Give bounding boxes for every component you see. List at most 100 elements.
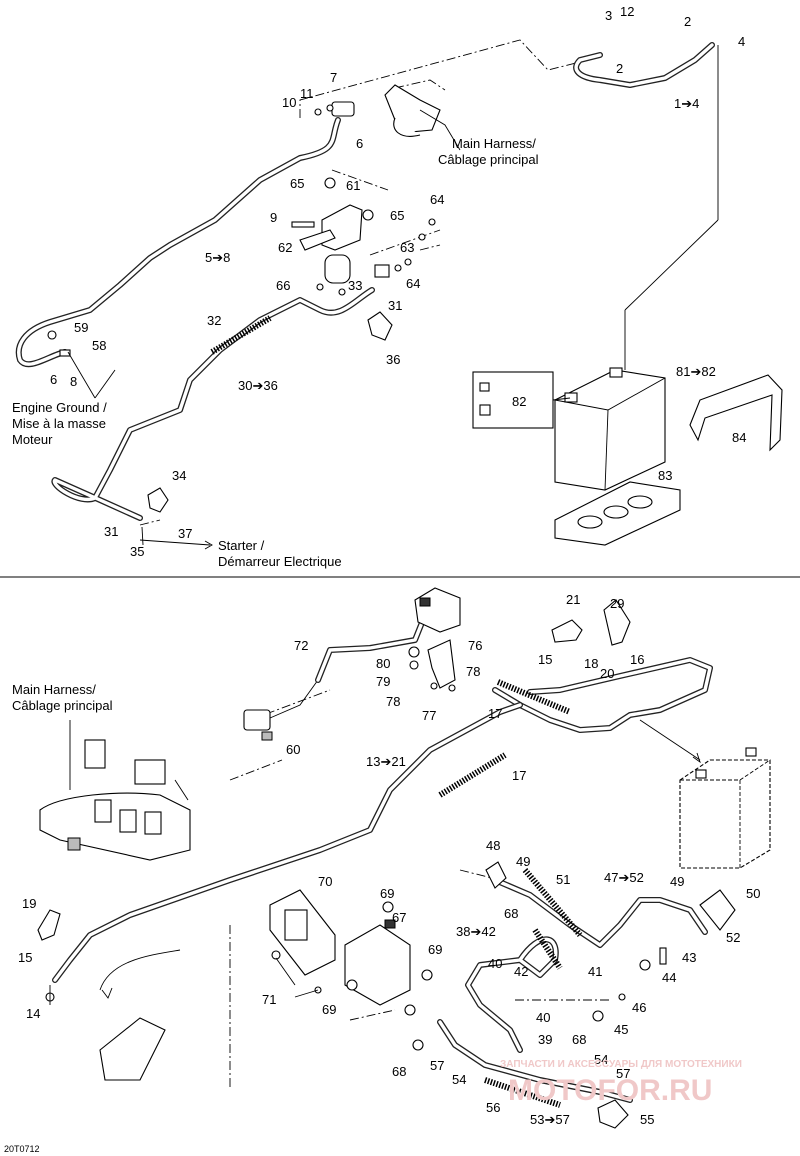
callout-37: 37: [178, 526, 192, 541]
terminal-boot-29: [603, 599, 631, 646]
callout-16: 16: [630, 652, 644, 667]
battery-strap-84: [689, 374, 783, 452]
callout-54: 54: [452, 1072, 466, 1087]
top-section: [15, 39, 783, 550]
main-harness-bundle: [39, 720, 191, 861]
ground-terminal-7: [314, 101, 355, 117]
callout-6: 6: [50, 372, 57, 387]
callout-68: 68: [504, 906, 518, 921]
drawing-code: 20T0712: [4, 1144, 40, 1154]
callout-29: 29: [610, 596, 624, 611]
callout-52: 52: [726, 930, 740, 945]
callout-36: 36: [386, 352, 400, 367]
callout-39: 39: [538, 1032, 552, 1047]
callout-4: 4: [738, 34, 745, 49]
callout-70: 70: [318, 874, 332, 889]
callout-14: 14: [26, 1006, 40, 1021]
callout-48: 48: [486, 838, 500, 853]
callout-3: 3: [605, 8, 612, 23]
callout-17: 17: [488, 706, 502, 721]
top-labels: 3 12 2 4 2 1➔4 7 11 10 6 Main Harness/ C…: [12, 4, 746, 569]
callout-51: 51: [556, 872, 570, 887]
callout-45: 45: [614, 1022, 628, 1037]
callout-35: 35: [130, 544, 144, 559]
callout-41: 41: [588, 964, 602, 979]
callout-17: 17: [512, 768, 526, 783]
bottom-labels: 72 21 29 80 76 78 79 78 77 15 18 16 20 1…: [12, 592, 760, 1127]
callout-58: 58: [92, 338, 106, 353]
callout-2: 2: [616, 61, 623, 76]
callout-38-42: 38➔42: [456, 924, 496, 939]
callout-33: 33: [348, 278, 362, 293]
callout-69: 69: [428, 942, 442, 957]
main-harness-label-en: Main Harness/: [452, 136, 536, 151]
callout-43: 43: [682, 950, 696, 965]
cable-47-52: [492, 877, 708, 948]
callout-68: 68: [392, 1064, 406, 1079]
callout-1-4: 1➔4: [674, 96, 699, 111]
engine-ground-label-2: Mise à la masse: [12, 416, 106, 431]
callout-80: 80: [376, 656, 390, 671]
callout-13-21: 13➔21: [366, 754, 406, 769]
callout-6: 6: [356, 136, 363, 151]
callout-69: 69: [380, 886, 394, 901]
callout-65: 65: [390, 208, 404, 223]
watermark-brand: MOTOFOR.RU: [508, 1074, 712, 1107]
callout-67: 67: [392, 910, 406, 925]
callout-79: 79: [376, 674, 390, 689]
conduit-17: [438, 752, 507, 798]
callout-44: 44: [662, 970, 676, 985]
callout-82: 82: [512, 394, 526, 409]
terminal-boot-19: [37, 909, 61, 941]
harness-connector-60: [243, 679, 319, 741]
terminal-boot-34: [147, 487, 169, 513]
callout-84: 84: [732, 430, 746, 445]
callout-62: 62: [278, 240, 292, 255]
callout-72: 72: [294, 638, 308, 653]
callout-63: 63: [400, 240, 414, 255]
callout-20: 20: [600, 666, 614, 681]
callout-59: 59: [74, 320, 88, 335]
mount-bracket-76: [408, 639, 456, 692]
battery-bottom: [639, 719, 771, 869]
callout-42: 42: [514, 964, 528, 979]
callout-57: 57: [616, 1066, 630, 1081]
callout-31: 31: [388, 298, 402, 313]
callout-5-8: 5➔8: [205, 250, 230, 265]
callout-49: 49: [670, 874, 684, 889]
callout-19: 19: [22, 896, 36, 911]
callout-40: 40: [536, 1010, 550, 1025]
solenoid-67: [344, 901, 433, 1051]
terminal-boot-50: [699, 889, 736, 931]
terminal-boot-36: [367, 311, 393, 341]
callout-50: 50: [746, 886, 760, 901]
callout-56: 56: [486, 1100, 500, 1115]
callout-54: 54: [594, 1052, 608, 1067]
callout-15: 15: [18, 950, 32, 965]
callout-30-36: 30➔36: [238, 378, 278, 393]
callout-8: 8: [70, 374, 77, 389]
callout-49: 49: [516, 854, 530, 869]
terminal-boot-55: [597, 1099, 629, 1129]
callout-31: 31: [104, 524, 118, 539]
solenoid-bracket-70: [269, 889, 336, 994]
callout-21: 21: [566, 592, 580, 607]
conduit-32: [210, 315, 272, 355]
callout-64: 64: [430, 192, 444, 207]
callout-40: 40: [488, 956, 502, 971]
bottom-section: [37, 587, 771, 1129]
callout-77: 77: [422, 708, 436, 723]
callout-68: 68: [572, 1032, 586, 1047]
relay-72: [414, 587, 461, 633]
callout-7: 7: [330, 70, 337, 85]
callout-32: 32: [207, 313, 221, 328]
callout-71: 71: [262, 992, 276, 1007]
callout-55: 55: [640, 1112, 654, 1127]
callout-65: 65: [290, 176, 304, 191]
callout-66: 66: [276, 278, 290, 293]
callout-78: 78: [466, 664, 480, 679]
callout-76: 76: [468, 638, 482, 653]
terminal-boot-21: [551, 619, 583, 643]
conduit-17: [496, 679, 572, 715]
